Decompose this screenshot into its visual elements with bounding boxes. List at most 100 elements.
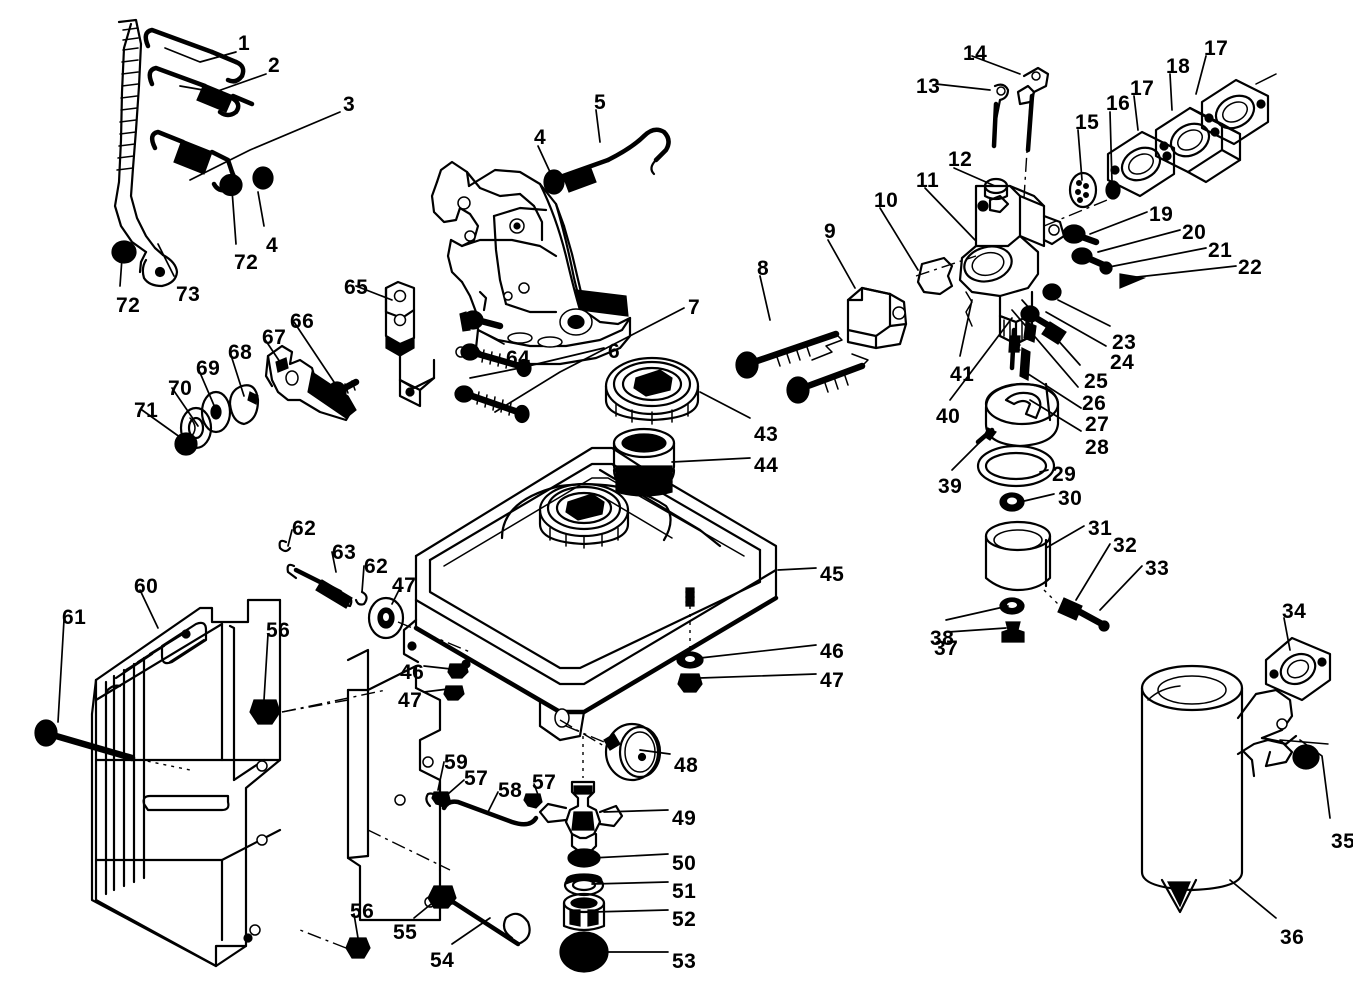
callout-clamp-small: 59	[444, 751, 469, 774]
leader-line-float	[1029, 399, 1082, 432]
callout-control-lever-arm: 73	[176, 283, 201, 306]
leader-line-governor-link-rod	[595, 109, 601, 143]
leader-line-throttle-link	[971, 55, 1021, 75]
leader-line-intake-gasket	[1133, 95, 1139, 131]
fuel-valve-art	[538, 736, 624, 973]
callout-muffler-gasket: 34	[1282, 600, 1307, 623]
leader-line-float-bowl	[1045, 525, 1085, 549]
fuel-hose-art	[425, 791, 543, 827]
callout-float-bowl: 31	[1088, 517, 1113, 540]
leader-line-bowl-bolt	[1099, 565, 1143, 611]
callout-primer-bulb: 48	[674, 754, 699, 777]
leader-line-tank-mount-nut	[699, 673, 817, 679]
leader-line-clevis-pin	[331, 551, 337, 573]
leader-line-tank-grommet	[391, 587, 401, 605]
callout-valve-seal: 50	[672, 852, 697, 875]
fuel-tank-art	[402, 446, 779, 747]
throttle-return-spring-art	[149, 129, 237, 193]
callout-idle-screw: 16	[1106, 92, 1131, 115]
leader-line-valve-screen	[591, 909, 669, 913]
callout-valve-oring: 51	[672, 880, 697, 903]
leader-line-tank-mount-washer	[423, 665, 461, 671]
leader-line-screw-hex-head	[469, 347, 605, 379]
leader-line-float-hinge-pin	[951, 435, 987, 471]
callout-bowl-gasket-oring: 29	[1052, 463, 1077, 486]
callout-screw-hex-head: 6	[608, 340, 621, 363]
leader-line-idle-screw	[1109, 111, 1113, 183]
leader-line-spacer-bushing	[537, 145, 551, 173]
callout-carburetor-mounting-bolt: 8	[757, 257, 770, 280]
callout-rod-spacer: 55	[393, 921, 418, 944]
callout-fuel-shutoff-valve: 49	[672, 807, 697, 830]
callout-mixture-adjusting-screw: 23	[1112, 331, 1137, 354]
callout-screw-small: 21	[1208, 239, 1233, 262]
leader-line-mixture-adjusting-screw	[1057, 299, 1111, 327]
leader-line-throttle-lever	[263, 337, 285, 369]
leader-line-governor-spring-lower	[179, 73, 267, 93]
float-bowl-stack-art	[965, 291, 1110, 643]
leader-line-hose-clamp	[533, 783, 541, 801]
callout-shroud-bolt: 61	[62, 606, 87, 629]
leader-line-bowl-drain-plug	[947, 627, 1007, 633]
leader-line-spring-screw	[1045, 311, 1107, 347]
carburetor-gasket-art	[916, 256, 954, 296]
tank-grommet-art	[278, 539, 471, 653]
callout-needle-valve: 27	[1085, 413, 1110, 436]
callout-tank-grommet: 47	[392, 574, 417, 597]
callout-screw-short: 64	[506, 347, 531, 370]
leader-line-pivot-nut	[119, 257, 123, 287]
leader-line-bowl-nut	[1075, 543, 1111, 601]
callout-retaining-ball: 25	[1084, 370, 1109, 393]
callout-fuel-tank: 45	[820, 563, 845, 586]
callout-spring-screw: 24	[1110, 351, 1135, 374]
callout-throttle-shaft-bushing: 12	[948, 148, 973, 171]
callout-hose-clamp: 57	[464, 767, 489, 790]
callout-intake-gasket: 17	[1130, 77, 1155, 100]
leader-line-screw-small	[1103, 247, 1207, 269]
leader-line-needle-valve	[1021, 369, 1082, 409]
leader-line-muffler-nut	[1299, 739, 1331, 819]
leader-line-lever-washer	[197, 367, 217, 411]
leader-line-valve-oring	[591, 881, 669, 885]
callout-hairpin-clip: 62	[292, 517, 317, 540]
leader-line-carburetor-gasket	[879, 207, 919, 271]
mounting-screws-art	[454, 310, 532, 424]
callout-float: 28	[1085, 436, 1110, 459]
leader-line-carburetor-mounting-bolt	[759, 275, 771, 321]
leader-line-lever-screw	[293, 321, 335, 383]
intake-manifold-art	[1106, 73, 1277, 198]
callout-lever-washer: 69	[196, 357, 221, 380]
leader-line-bowl-drain-washer	[1019, 493, 1055, 503]
callout-spacer-bushing: 4	[534, 126, 547, 149]
leader-line-engine-shroud	[139, 589, 159, 629]
baffle-plate-art	[281, 648, 451, 922]
callout-leader-lines	[57, 47, 1331, 953]
callout-governor-link-rod: 5	[594, 91, 607, 114]
callout-tank-mount-nut: 47	[820, 669, 845, 692]
leader-line-spacer-bushing	[257, 191, 265, 227]
leader-line-main-jet	[949, 317, 1013, 401]
callout-engine-shroud: 60	[134, 575, 159, 598]
carb-screws-art	[1020, 224, 1147, 345]
callout-carburetor-gasket: 10	[874, 189, 899, 212]
callout-fuel-tank-cap: 43	[754, 423, 779, 446]
callout-hairpin-clip: 62	[364, 555, 389, 578]
callout-carburetor-screw: 19	[1149, 203, 1174, 226]
leader-line-intake-insulator-block	[1169, 73, 1173, 111]
callout-taper-pin: 22	[1238, 256, 1263, 279]
leader-line-drain-plug-washer	[945, 605, 1009, 621]
governor-link-rod-art	[543, 127, 671, 195]
leader-line-shroud-bolt	[57, 619, 65, 723]
callout-tank-filler-neck: 44	[754, 454, 779, 477]
leader-line-clamp-small	[437, 761, 445, 791]
callout-shaft-washer: 15	[1075, 111, 1100, 134]
leader-line-air-cleaner-bracket	[827, 239, 856, 289]
callout-lever-screw: 66	[290, 310, 315, 333]
callout-lock-nut: 56	[266, 619, 291, 642]
callout-fuel-hose: 58	[498, 779, 523, 802]
callout-muffler-nut: 35	[1331, 830, 1353, 853]
callout-bowl-bolt: 33	[1145, 557, 1170, 580]
leader-line-control-rod	[451, 917, 491, 945]
